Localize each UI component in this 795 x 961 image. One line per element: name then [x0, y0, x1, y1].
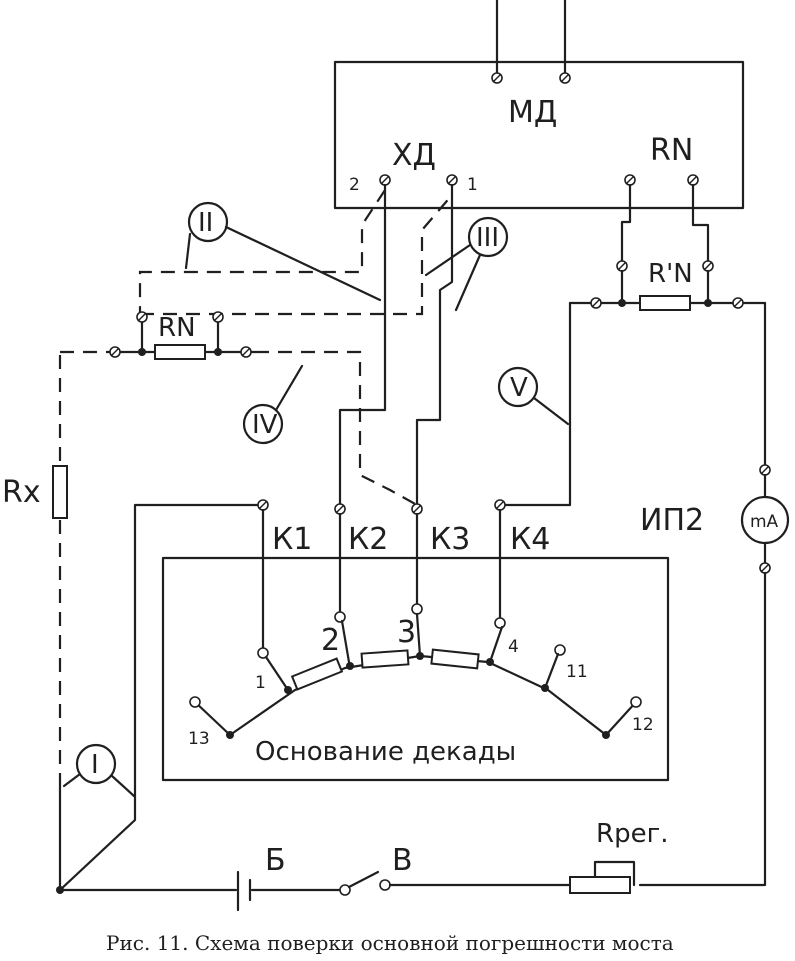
k1-label: К1 — [272, 522, 312, 557]
ip2-label: ИП2 — [640, 503, 704, 538]
rreg-resistor — [569, 876, 631, 894]
rn-prime-label: R'N — [648, 259, 693, 289]
xd-terminal-1-number: 1 — [467, 175, 478, 195]
decade-base: 1 2 3 4 11 12 13 Основание декады — [161, 556, 670, 782]
callout-5: V — [510, 373, 528, 403]
rn-left-branch: RN — [108, 311, 257, 360]
callout-3: III — [476, 223, 499, 253]
rx-label: Rx — [2, 475, 41, 510]
callout-4: IV — [252, 410, 278, 440]
rn-prime-resistor — [639, 295, 691, 311]
pin-1-number: 1 — [255, 673, 266, 693]
milliammeter-label: mA — [750, 512, 779, 532]
rreg-label: Rрег. — [596, 819, 669, 849]
pin-11-number: 11 — [566, 662, 588, 682]
callout-1: I — [91, 750, 99, 780]
k4-label: К4 — [510, 522, 550, 557]
pin-2-number: 2 — [321, 623, 340, 658]
md-block: МД ХД 2 1 RN — [333, 0, 745, 210]
dashed-connections — [58, 189, 453, 780]
switch-label: В — [392, 843, 413, 878]
right-rail: mA ИП2 — [638, 301, 790, 887]
k4-supply-wire — [498, 301, 572, 507]
switch-blade — [347, 870, 380, 889]
xd-terminals — [379, 174, 699, 186]
xd-to-k-wires — [338, 183, 454, 507]
figure-caption: Рис. 11. Схема поверки основной погрешно… — [106, 931, 674, 955]
rn-prime-branch: R'N — [568, 183, 767, 311]
k-contacts: К1 К2 К3 К4 — [58, 499, 550, 892]
rn-left-label: RN — [158, 313, 196, 343]
pin-4-number: 4 — [508, 637, 519, 657]
rn-top-label: RN — [650, 133, 693, 168]
rx-resistor — [52, 465, 68, 519]
battery-label: Б — [265, 843, 286, 878]
pin-13-number: 13 — [188, 729, 210, 749]
bottom-circuit: Б В Rрег. — [56, 778, 669, 912]
pin-3-number: 3 — [397, 615, 416, 650]
pin-12-number: 12 — [632, 715, 654, 735]
decade-base-label: Основание декады — [255, 737, 516, 767]
callouts: II III IV V I — [62, 201, 570, 798]
k2-label: К2 — [348, 522, 388, 557]
callout-2: II — [198, 208, 213, 238]
md-label: МД — [508, 95, 557, 130]
k3-label: К3 — [430, 522, 470, 557]
xd-label: ХД — [392, 138, 436, 173]
xd-terminal-2-number: 2 — [349, 175, 360, 195]
